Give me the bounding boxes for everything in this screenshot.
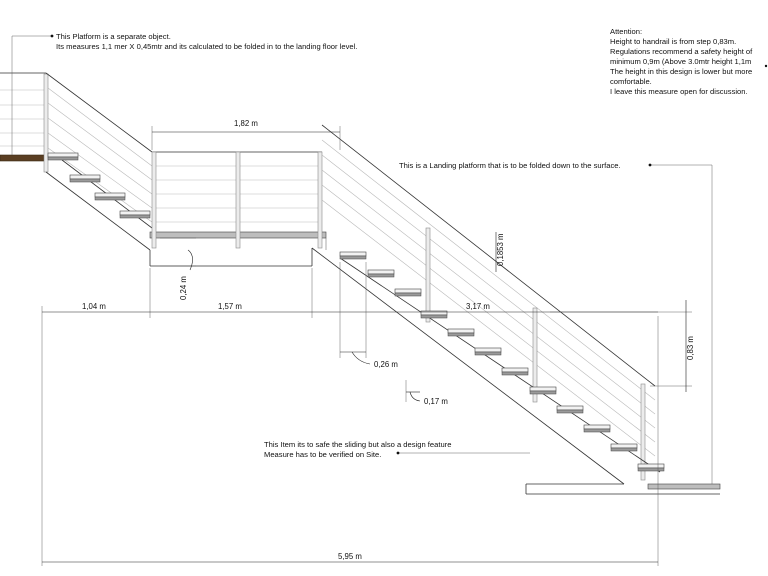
tread [583,424,611,433]
tread [610,443,638,452]
landing [149,151,327,267]
tread [529,386,557,395]
attention-line: Attention: [610,27,642,36]
dim-run-left: 1,04 m [82,302,106,311]
lower-treads [339,251,665,472]
item-note-line-2: Measure has to be verified on Site. [264,450,381,459]
platform-note: This Platform is a separate object. Its … [56,32,357,51]
attention-line: The height in this design is lower but m… [610,67,752,76]
dim-total-length: 5,95 m [338,552,362,561]
handrail-post [425,227,431,323]
upper-handrail [45,72,153,223]
dim-riser-height: 0,17 m [424,397,448,406]
attention-line: Height to handrail is from step 0,83m. [610,37,736,46]
dim-landing-width: 1,82 m [234,119,258,128]
attention-line: I leave this measure open for discussion… [610,87,748,96]
handrail-post [317,151,323,249]
attention-note: Attention: Height to handrail is from st… [610,27,753,96]
tread [339,251,367,260]
annotation-leaders [11,34,768,484]
dim-run-right: 3,17 m [466,302,490,311]
handrail-post [640,383,646,481]
lower-handrail [321,124,656,481]
upper-treads [47,152,151,219]
landing-note: This is a Landing platform that is to be… [399,161,621,170]
tread [367,269,395,278]
ground-platform [647,483,721,490]
tread [69,174,101,183]
attention-line: Regulations recommend a safety height of [610,47,753,56]
tread [94,192,126,201]
tread [119,210,151,219]
handrail-post [532,307,538,403]
tread [637,463,665,472]
dim-run-mid: 1,57 m [218,302,242,311]
item-note: This Item its to safe the sliding but al… [264,440,451,459]
tread [394,288,422,297]
dim-handrail-height: 0,83 m [686,336,695,360]
tread [420,310,448,319]
attention-line: minimum 0,9m (Above 3.0mtr height 1,1m [610,57,751,66]
dimension-lines [41,126,692,566]
attention-line: comfortable. [610,77,652,86]
dim-tread-depth: 0,26 m [374,360,398,369]
handrail-post [43,73,49,173]
upper-platform [0,72,49,173]
platform-deck [0,154,45,162]
handrail-post [235,151,241,249]
lower-stringer [311,247,661,485]
tread [474,347,502,356]
base-block [525,483,721,495]
dim-rail-clear: 0,1853 m [496,233,505,266]
tread [447,328,475,337]
handrail-post [151,151,157,249]
dim-gap-height: 0,24 m [179,276,188,300]
tread [556,405,584,414]
item-note-line-1: This Item its to safe the sliding but al… [264,440,451,449]
tread [47,152,79,161]
tread [501,367,529,376]
platform-note-line-1: This Platform is a separate object. [56,32,171,41]
platform-note-line-2: Its measures 1,1 mer X 0,45mtr and its c… [56,42,357,51]
